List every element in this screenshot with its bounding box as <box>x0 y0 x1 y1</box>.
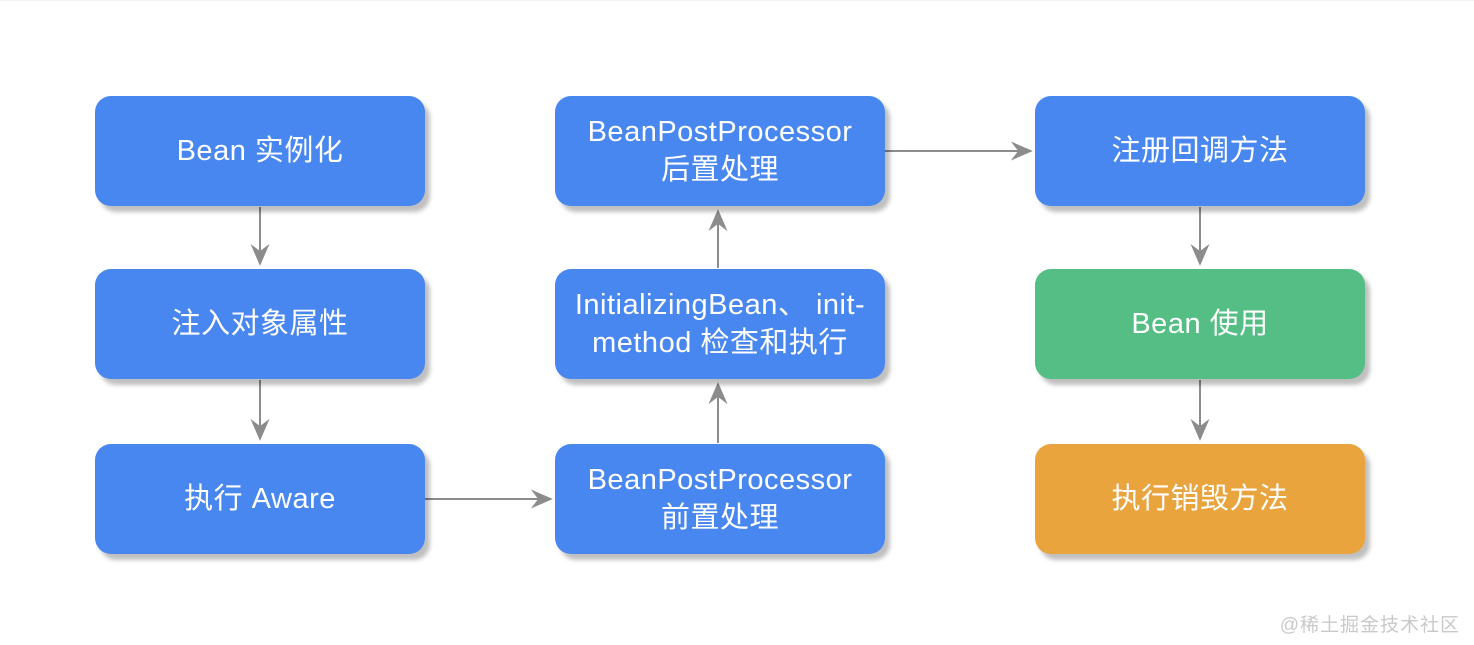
node-beanpostprocessor-before-label: BeanPostProcessor 前置处理 <box>587 464 853 534</box>
node-execute-aware: 执行 Aware <box>95 444 425 554</box>
node-beanpostprocessor-before: BeanPostProcessor 前置处理 <box>555 444 885 554</box>
node-bean-instantiate-label: Bean 实例化 <box>176 135 344 167</box>
node-inject-properties-label: 注入对象属性 <box>171 308 349 340</box>
node-register-callback: 注册回调方法 <box>1035 96 1365 206</box>
node-execute-aware-label: 执行 Aware <box>184 483 336 515</box>
node-beanpostprocessor-after: BeanPostProcessor 后置处理 <box>555 96 885 206</box>
node-destroy-method-label: 执行销毁方法 <box>1111 483 1289 515</box>
node-initializingbean-initmethod-label: InitializingBean、 init- method 检查和执行 <box>574 289 866 359</box>
node-destroy-method: 执行销毁方法 <box>1035 444 1365 554</box>
watermark: @稀土掘金技术社区 <box>1279 615 1460 636</box>
node-bean-instantiate: Bean 实例化 <box>95 96 425 206</box>
node-bean-use-label: Bean 使用 <box>1131 308 1269 340</box>
node-inject-properties: 注入对象属性 <box>95 269 425 379</box>
node-beanpostprocessor-after-label: BeanPostProcessor 后置处理 <box>587 116 853 186</box>
node-register-callback-label: 注册回调方法 <box>1111 135 1289 167</box>
node-initializingbean-initmethod: InitializingBean、 init- method 检查和执行 <box>555 269 885 379</box>
node-bean-use: Bean 使用 <box>1035 269 1365 379</box>
